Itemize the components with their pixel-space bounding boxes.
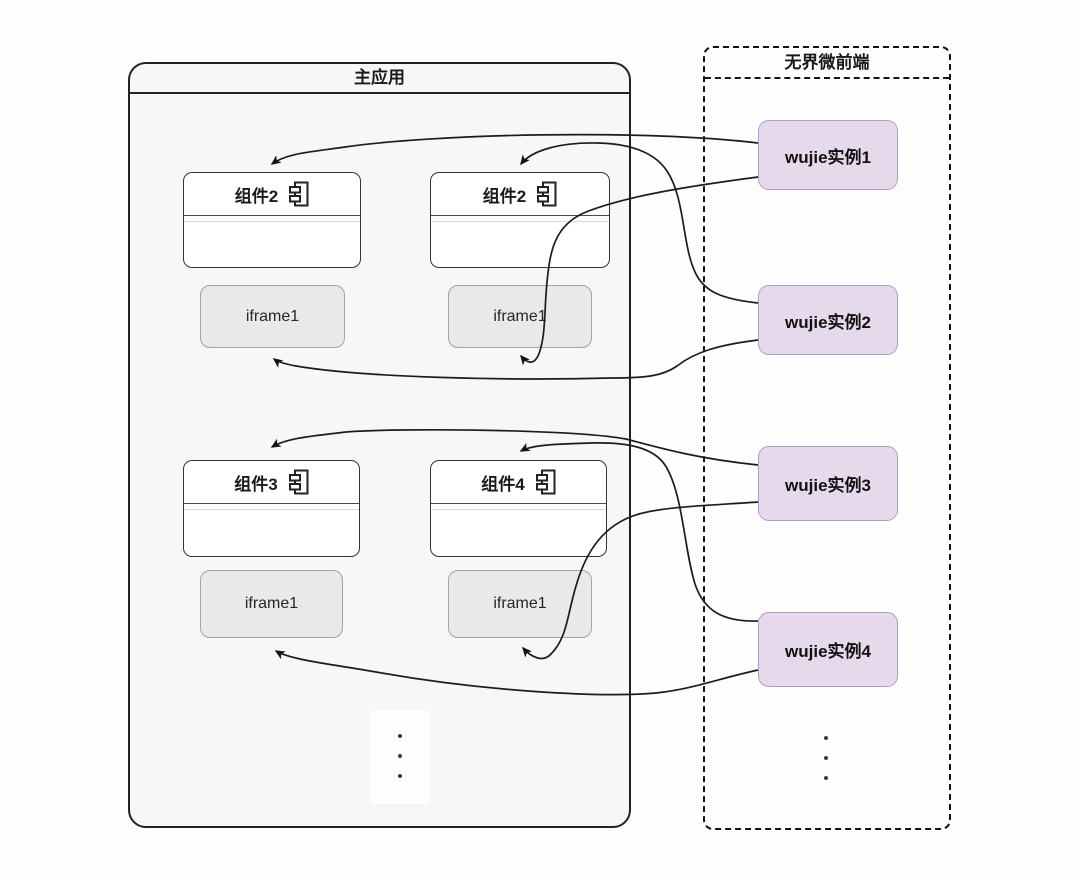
component-icon [289, 181, 309, 207]
component-body [184, 216, 360, 267]
iframe-box-top-left: iframe1 [200, 285, 345, 348]
component-title: 组件4 [431, 461, 606, 504]
component-label: 组件2 [482, 186, 527, 206]
component-body [431, 216, 609, 267]
component-icon [288, 469, 309, 495]
wujie-instance-1: wujie实例1 [758, 120, 898, 190]
dot [824, 756, 828, 760]
dot [398, 734, 402, 738]
main-app-ellipsis [398, 734, 402, 778]
component-box-2b: 组件2 [430, 172, 610, 268]
component-label: 组件4 [481, 474, 525, 494]
component-icon [535, 469, 556, 495]
main-app-title: 主应用 [130, 64, 629, 94]
iframe-box-bottom-left: iframe1 [200, 570, 343, 638]
wujie-instance-2: wujie实例2 [758, 285, 898, 355]
wujie-panel-title: 无界微前端 [705, 48, 949, 79]
dot [824, 776, 828, 780]
component-body [184, 504, 359, 556]
component-icon [537, 181, 557, 207]
component-title: 组件3 [184, 461, 359, 504]
component-box-2a: 组件2 [183, 172, 361, 268]
component-box-4: 组件4 [430, 460, 607, 557]
component-body [431, 504, 606, 556]
component-title: 组件2 [184, 173, 360, 216]
component-title: 组件2 [431, 173, 609, 216]
dot [398, 774, 402, 778]
wujie-instance-4: wujie实例4 [758, 612, 898, 687]
component-label: 组件3 [234, 474, 278, 494]
iframe-box-top-right: iframe1 [448, 285, 592, 348]
dot [398, 754, 402, 758]
dot [824, 736, 828, 740]
wujie-instance-3: wujie实例3 [758, 446, 898, 521]
component-label: 组件2 [234, 186, 279, 206]
iframe-box-bottom-right: iframe1 [448, 570, 592, 638]
wujie-panel-ellipsis [824, 736, 828, 780]
component-box-3: 组件3 [183, 460, 360, 557]
